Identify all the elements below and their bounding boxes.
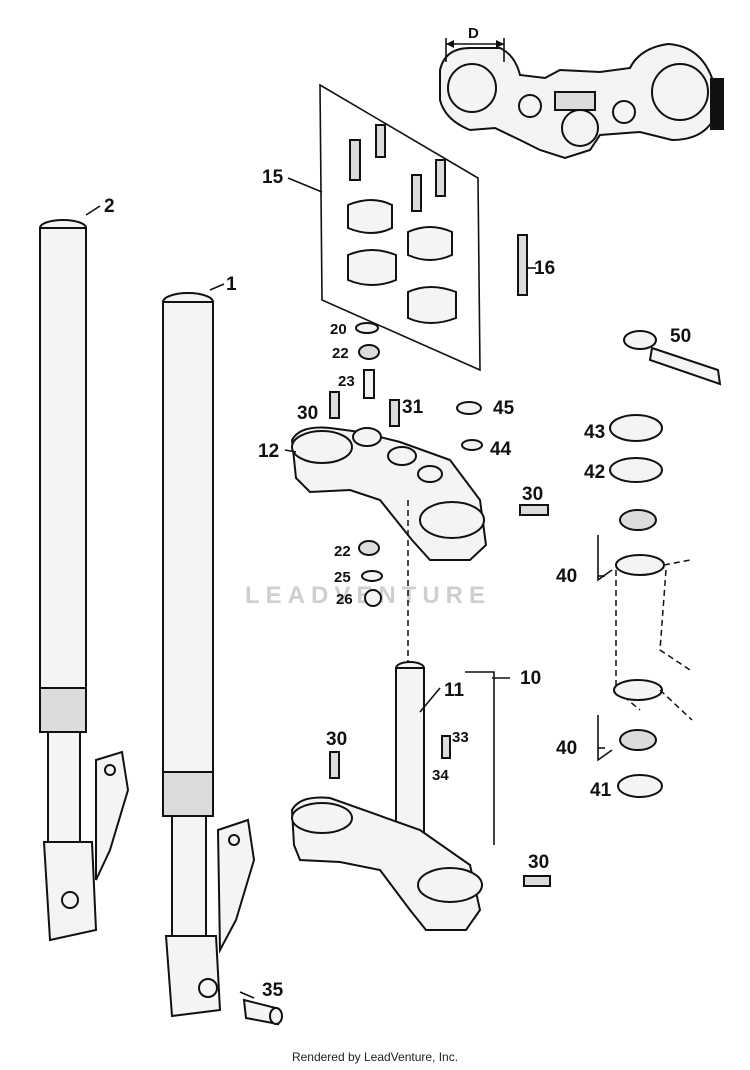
callout-10: 10 [520, 668, 541, 689]
callout-34: 34 [432, 767, 449, 784]
lower-stem-hardware [358, 504, 549, 607]
lower-triple-clamp [290, 500, 551, 931]
callout-40-upper: 40 [556, 566, 577, 587]
callout-30-lower-right: 30 [528, 852, 549, 873]
spanner-wrench [623, 330, 722, 386]
callout-44: 44 [490, 439, 512, 460]
callout-30-upper-right: 30 [522, 484, 543, 505]
callout-50: 50 [670, 326, 691, 347]
callout-45: 45 [493, 398, 515, 419]
callout-41: 41 [590, 780, 612, 801]
fork-leg-left [39, 219, 130, 942]
callout-2: 2 [104, 196, 115, 217]
axle-spacer [242, 998, 283, 1026]
fork-leg-right [162, 292, 256, 1018]
callout-1: 1 [226, 274, 237, 295]
handlebar-clamp-set [319, 83, 528, 372]
callout-16: 16 [534, 258, 555, 279]
callout-15: 15 [262, 167, 284, 188]
callout-11: 11 [444, 680, 465, 701]
steering-bearing-set [597, 414, 693, 798]
top-clamp-detail: D [439, 25, 724, 160]
callout-23: 23 [338, 373, 355, 390]
leader-lines [85, 177, 605, 999]
callout-35: 35 [262, 980, 284, 1001]
callout-20: 20 [330, 321, 347, 338]
callout-30-upper-left: 30 [297, 403, 318, 424]
callout-12: 12 [258, 441, 279, 462]
callout-30-lower-left: 30 [326, 729, 347, 750]
callout-40-lower: 40 [556, 738, 577, 759]
callout-22-lower: 22 [334, 543, 351, 560]
callout-labels: 2 1 15 16 20 22 23 30 31 45 44 12 30 22 … [104, 167, 691, 1001]
callout-43: 43 [584, 422, 605, 443]
upper-triple-clamp [290, 401, 488, 561]
callout-42: 42 [584, 462, 605, 483]
callout-22-upper: 22 [332, 345, 349, 362]
callout-26: 26 [336, 591, 353, 608]
stem-hardware-stack [329, 322, 400, 427]
callout-31: 31 [402, 397, 424, 418]
dimension-label-d: D [468, 25, 479, 42]
callout-25: 25 [334, 569, 351, 586]
rendered-by-footer: Rendered by LeadVenture, Inc. [291, 1050, 459, 1064]
callout-33: 33 [452, 729, 469, 746]
